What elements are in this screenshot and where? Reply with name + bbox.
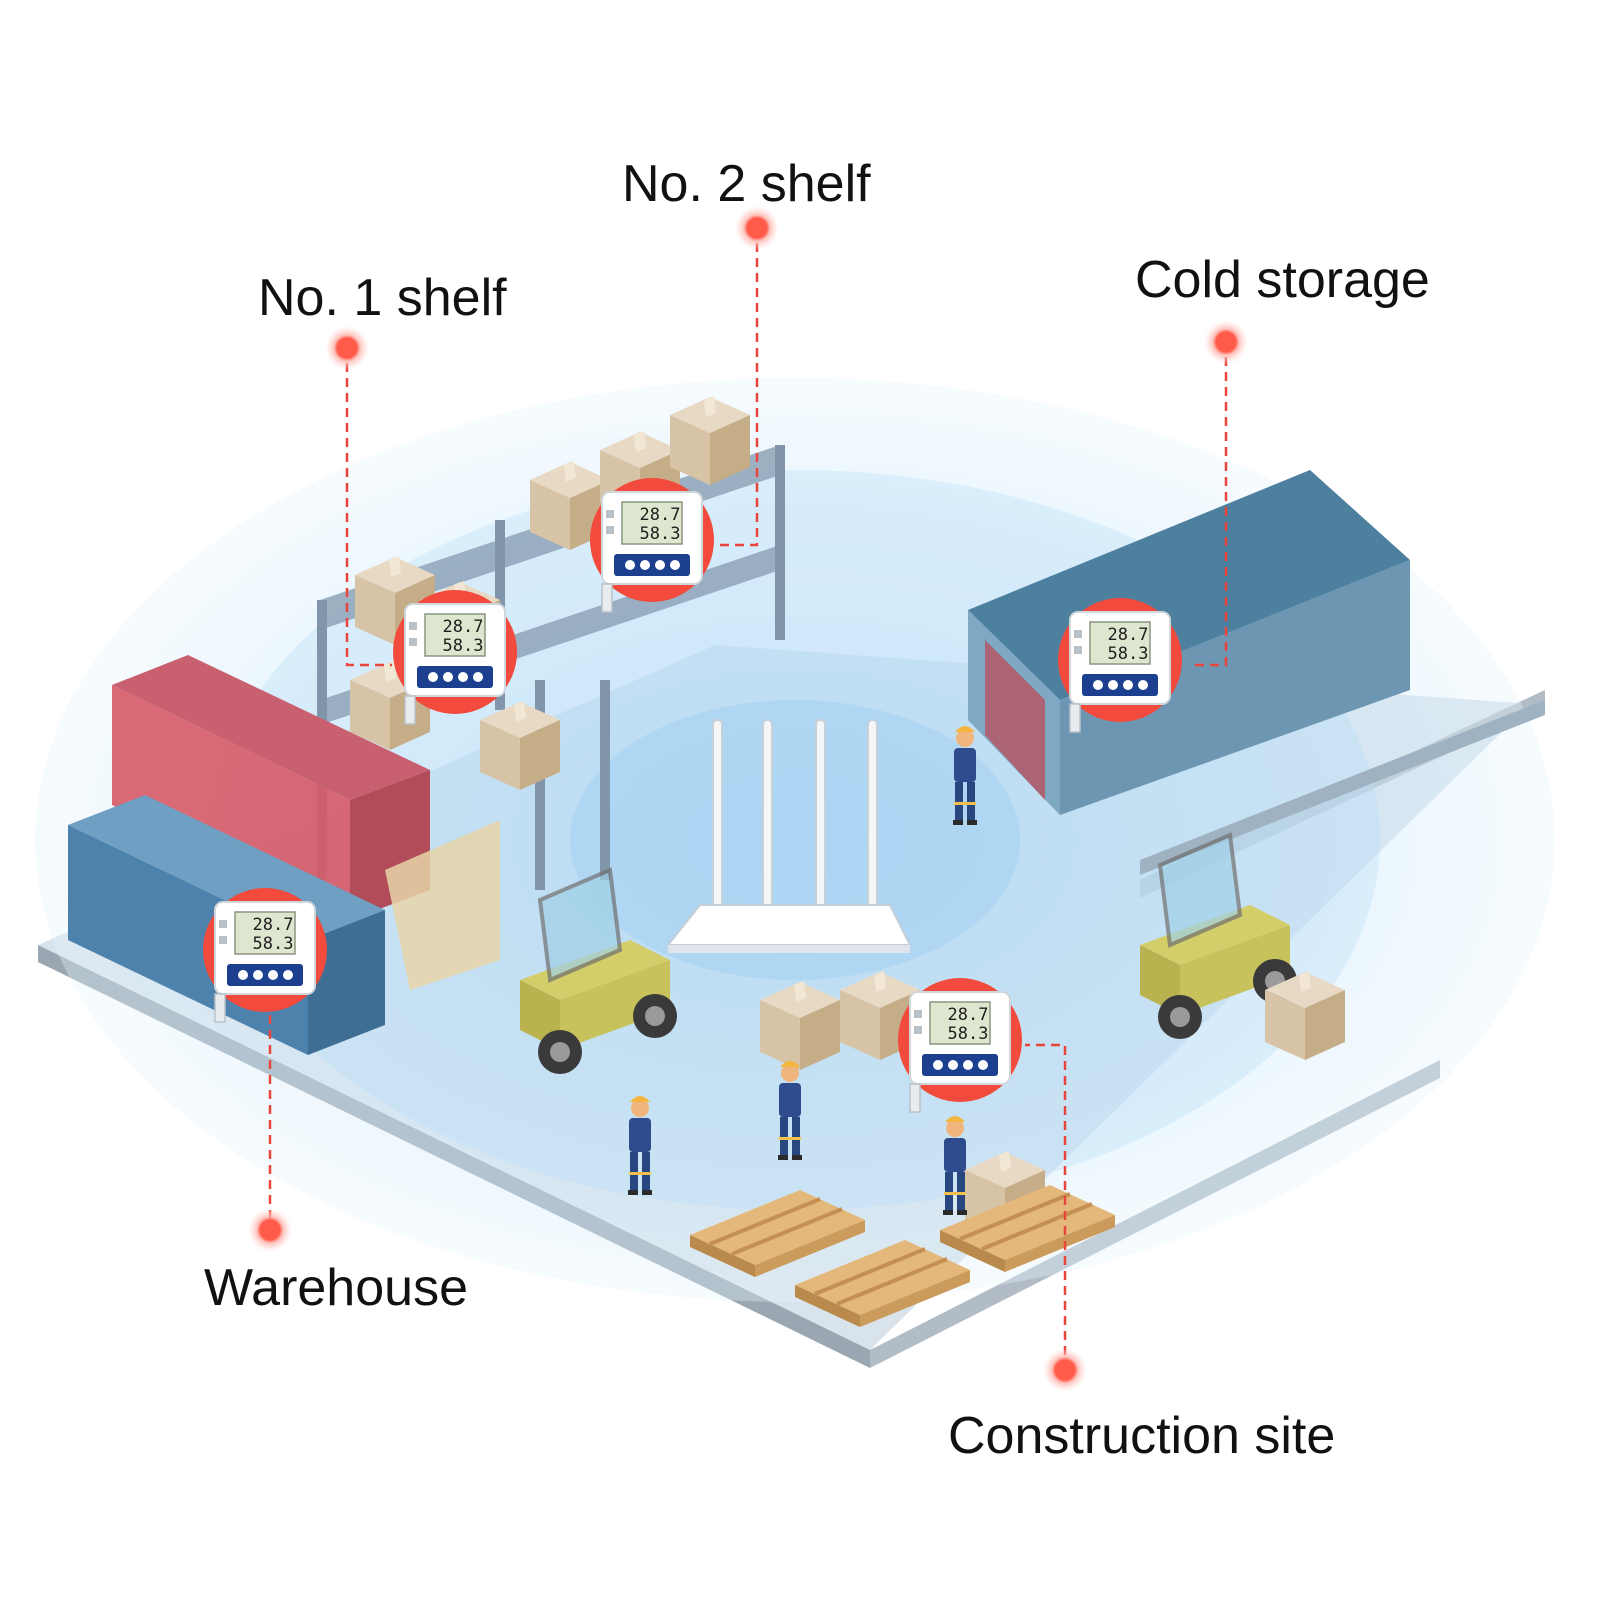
label-cold-storage: Cold storage — [1135, 251, 1430, 309]
marker-dots — [248, 206, 1248, 1392]
sensor-icon: 28.7 58.3 — [392, 589, 518, 725]
svg-text:58.3: 58.3 — [443, 636, 484, 656]
marker-dot-icon — [248, 1208, 292, 1252]
label-construction-site: Construction site — [948, 1407, 1336, 1465]
svg-text:28.7: 28.7 — [640, 505, 681, 525]
router-icon — [665, 719, 912, 953]
sensor-icon: 28.7 58.3 — [202, 887, 328, 1023]
svg-text:58.3: 58.3 — [253, 934, 294, 954]
svg-text:28.7: 28.7 — [253, 915, 294, 935]
svg-text:28.7: 28.7 — [443, 617, 484, 637]
leader-lines — [268, 228, 1228, 1370]
label-warehouse: Warehouse — [204, 1259, 468, 1317]
marker-dot-icon — [1043, 1348, 1087, 1392]
label-no1-shelf: No. 1 shelf — [258, 269, 507, 327]
svg-text:58.3: 58.3 — [948, 1024, 989, 1044]
warehouse-icon — [968, 470, 1545, 875]
marker-dot-icon — [735, 206, 779, 250]
svg-text:58.3: 58.3 — [640, 524, 681, 544]
svg-text:28.7: 28.7 — [948, 1005, 989, 1025]
sensor-icon: 28.7 58.3 — [897, 977, 1023, 1113]
sensor-icon: 28.7 58.3 — [589, 477, 715, 613]
marker-dot-icon — [1204, 320, 1248, 364]
marker-dot-icon — [325, 326, 369, 370]
svg-text:28.7: 28.7 — [1108, 625, 1149, 645]
label-no2-shelf: No. 2 shelf — [622, 155, 871, 213]
sensor-icon: 28.7 58.3 — [1057, 597, 1183, 733]
svg-text:58.3: 58.3 — [1108, 644, 1149, 664]
